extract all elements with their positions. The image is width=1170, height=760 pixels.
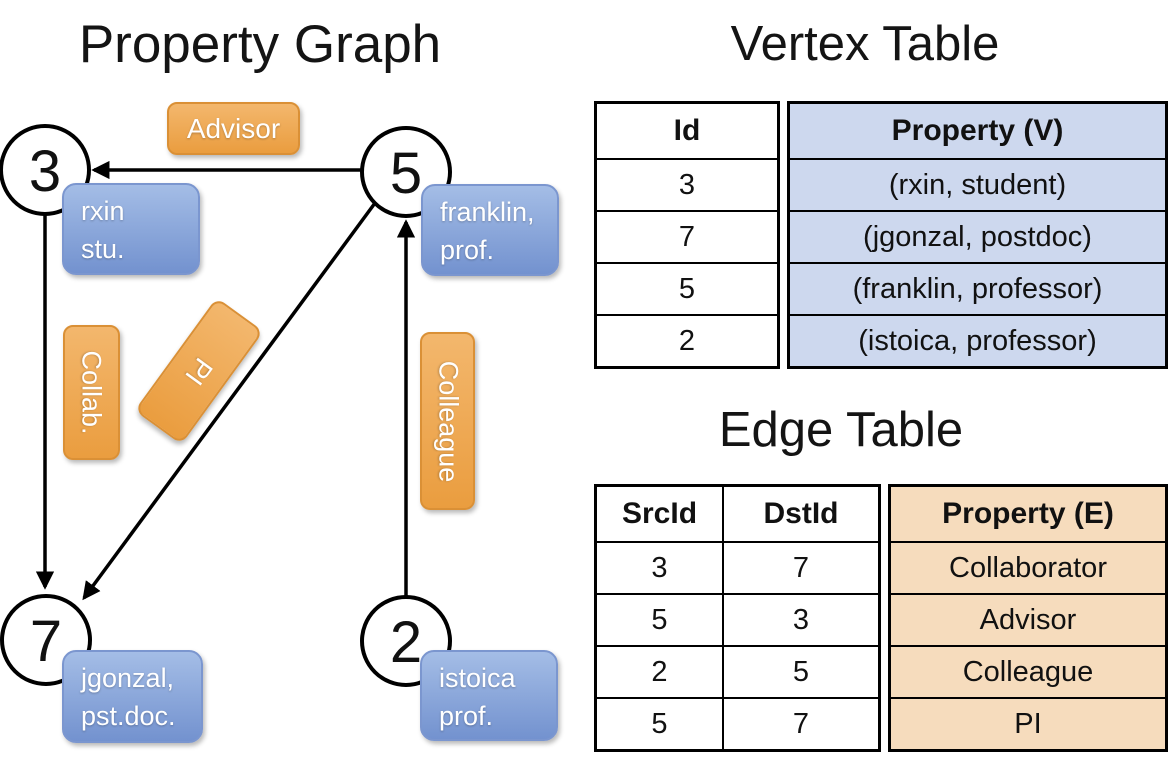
table-row: (jgonzal, postdoc) [790,210,1165,262]
vertex-node-3-label: 3 [29,139,61,204]
vertex-prop-5-line2: prof. [440,235,495,266]
edge-label-collab: Collab. [63,325,120,460]
edge-label-collab-text: Collab. [77,350,108,435]
edge-table-id-columns: SrcId DstId 3 7 5 3 2 5 5 7 [594,484,881,752]
vertex-prop-7-line1: jgonzal, [81,663,175,693]
vertex-id-cell: 3 [678,168,696,201]
edge-label-advisor-text: Advisor [186,112,281,144]
table-row: (istoica, professor) [790,314,1165,366]
table-row: 2 5 [597,645,878,697]
vertex-node-2-label: 2 [390,610,422,675]
vertex-prop-2-line2: prof. [439,701,494,732]
vertex-id-cell: 7 [678,220,696,253]
edge-property-cell: Advisor [979,603,1077,636]
table-row: 7 [597,210,777,262]
edge-property-cell: PI [1014,707,1042,740]
table-row: 5 [597,262,777,314]
table-row: 3 7 [597,541,878,593]
table-row: (rxin, student) [790,158,1165,210]
edge-dst-cell: 7 [792,551,810,584]
table-row: 5 3 [597,593,878,645]
property-graph-title: Property Graph [78,15,442,74]
edge-label-colleague: Colleague [420,332,475,510]
table-row: 2 [597,314,777,366]
vertex-prop-3-line1: rxin [81,196,125,226]
vertex-table: Id 3 7 5 2 Property (V) (rxin, student) … [594,101,1168,369]
edge-dst-cell: 5 [792,655,810,688]
edge-label-colleague-text: Colleague [433,360,463,482]
vertex-prop-box-3: rxin stu. [62,183,200,275]
edge-src-cell: 5 [597,699,724,749]
vertex-table-property-column: Property (V) (rxin, student) (jgonzal, p… [787,101,1168,369]
vertex-table-header-property: Property (V) [891,114,1064,147]
table-row: 3 [597,158,777,210]
vertex-prop-7-line2: pst.doc. [81,701,176,732]
vertex-prop-5-line1: franklin, [440,197,535,227]
vertex-prop-box-7: jgonzal, pst.doc. [62,650,203,743]
edge-property-cell: Colleague [962,655,1094,688]
edge-label-pi-text: PI [179,352,220,391]
vertex-property-cell: (rxin, student) [888,168,1067,201]
edge-src-cell: 2 [597,647,724,697]
edge-property-cell: Collaborator [949,551,1107,584]
vertex-prop-2-line1: istoica [439,663,516,693]
vertex-property-cell: (franklin, professor) [852,272,1103,305]
vertex-property-cell: (jgonzal, postdoc) [863,220,1092,253]
table-row: PI [891,697,1165,749]
edge-table: SrcId DstId 3 7 5 3 2 5 5 7 Property (E)… [594,484,1168,752]
vertex-prop-3-line2: stu. [81,234,125,265]
edge-table-title: Edge Table [718,403,964,457]
vertex-property-cell: (istoica, professor) [858,324,1097,357]
edge-label-advisor: Advisor [167,102,300,155]
edge-5-to-7-pi [82,201,377,601]
vertex-id-cell: 5 [678,272,696,305]
vertex-table-title: Vertex Table [730,17,1000,71]
vertex-table-id-column: Id 3 7 5 2 [594,101,780,369]
edge-src-cell: 3 [597,543,724,593]
vertex-prop-box-5: franklin, prof. [421,184,559,276]
vertex-prop-box-2: istoica prof. [420,650,558,741]
edge-table-header-dstid: DstId [763,497,839,530]
vertex-node-7-label: 7 [30,609,62,674]
table-row: Collaborator [891,541,1165,593]
edge-src-cell: 5 [597,595,724,645]
edge-table-header-property: Property (E) [942,497,1114,530]
table-row: 5 7 [597,697,878,749]
edge-table-property-column: Property (E) Collaborator Advisor Collea… [888,484,1168,752]
vertex-table-header-id: Id [673,114,701,147]
edge-dst-cell: 3 [792,603,810,636]
vertex-node-5-label: 5 [390,141,422,206]
table-row: Colleague [891,645,1165,697]
table-row: (franklin, professor) [790,262,1165,314]
table-row: Advisor [891,593,1165,645]
vertex-id-cell: 2 [678,324,696,357]
edge-table-header-srcid: SrcId [597,487,724,541]
edge-dst-cell: 7 [792,707,810,740]
